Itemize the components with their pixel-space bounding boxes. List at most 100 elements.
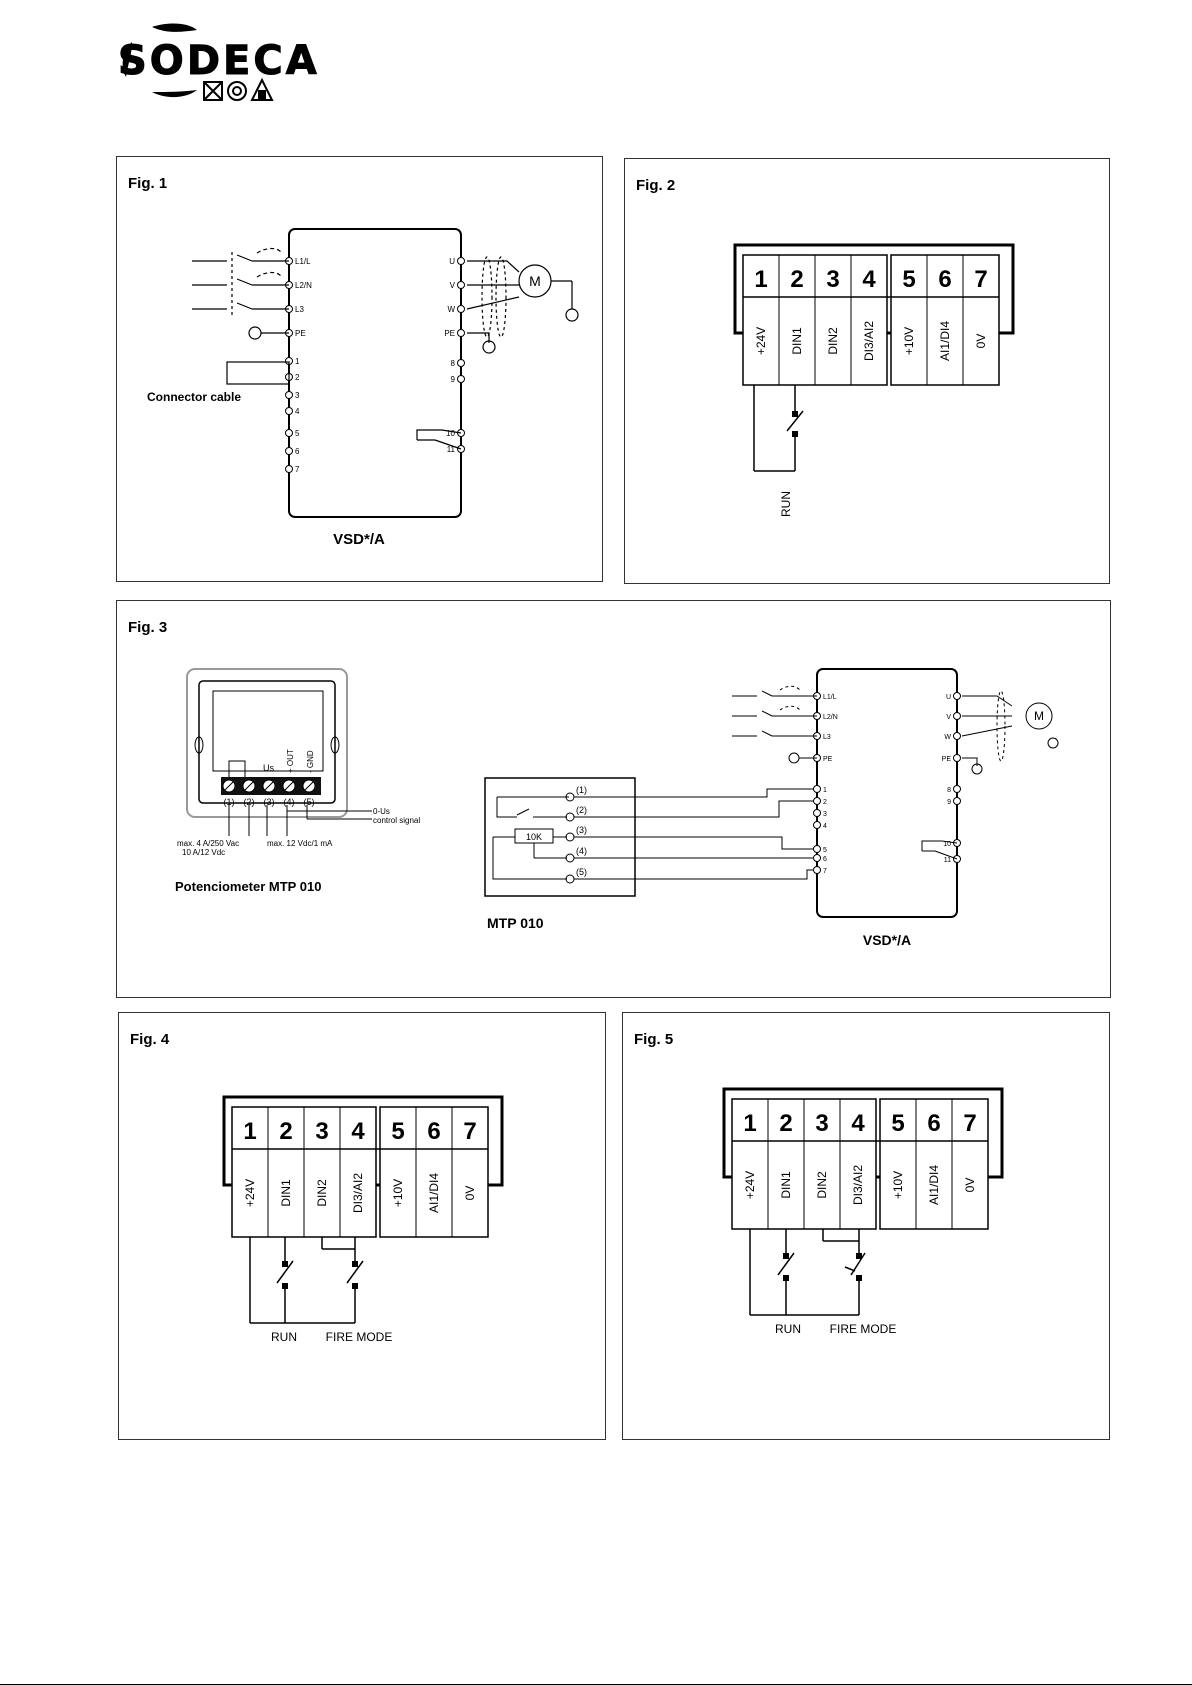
- fig3-resistor: 10K: [526, 832, 542, 842]
- fig1-left-terminal-label: 7: [295, 465, 300, 474]
- fig5-run-label: RUN: [775, 1322, 801, 1336]
- fig1-left-terminal: [285, 407, 293, 415]
- fig5-diagram: 1+24V2DIN13DIN24DI3/AI25+10V6AI1/DI470V …: [722, 1087, 1004, 1336]
- fig1-right-terminal: [457, 257, 465, 265]
- fig1-left-terminal-label: 4: [295, 407, 300, 416]
- fig3-pot-terminal-label: (3): [264, 797, 275, 807]
- fig4-terminal-number: 4: [351, 1118, 365, 1145]
- fig3-mtp-terminal-label: (3): [576, 825, 587, 835]
- fig3-rating-3: max. 12 Vdc/1 mA: [267, 839, 333, 848]
- fig1-right-terminal-label: V: [450, 281, 456, 290]
- fig3-pot-caption: Potenciometer MTP 010: [175, 879, 321, 894]
- fig3-signal-1: 0-Us: [373, 807, 390, 816]
- fig3-left-terminal-label: 4: [823, 823, 827, 830]
- fig1-right-terminal-label: W: [447, 305, 455, 314]
- fig1-left-terminal-label: PE: [295, 329, 306, 338]
- fig2-terminal-number: 6: [938, 266, 951, 293]
- fig3-right-terminal-label: 10: [943, 841, 951, 848]
- fig4-terminal-signal: DIN2: [315, 1179, 329, 1207]
- fig3-rating-1: max. 4 A/250 Vac: [177, 839, 239, 848]
- fig3-pot-terminal-label: (2): [244, 797, 255, 807]
- fig3-mtp-terminal-label: (5): [576, 867, 587, 877]
- fig1-connector-label: Connector cable: [147, 390, 241, 404]
- fig2-terminal-signal: +24V: [754, 327, 768, 355]
- fig3-left-terminal: [813, 821, 821, 829]
- fig1-right-terminal-label: 9: [451, 375, 456, 384]
- fig2-terminal-number: 5: [902, 266, 915, 293]
- fig3-left-terminal: [813, 809, 821, 817]
- fig3-pot-terminal-label: (5): [304, 797, 315, 807]
- fig1-right-terminal-label: 8: [451, 359, 456, 368]
- fig5-label: Fig. 5: [634, 1031, 674, 1048]
- fig2-terminal-signal: DIN2: [826, 327, 840, 355]
- fig3-left-terminal: [813, 797, 821, 805]
- fig3-left-terminal-label: 1: [823, 787, 827, 794]
- fig1-left-terminal-label: 6: [295, 447, 300, 456]
- fig4-terminal-number: 6: [427, 1118, 440, 1145]
- fig2-terminal-signal: DIN1: [790, 327, 804, 355]
- fig3-left-terminal-label: L2/N: [823, 714, 838, 721]
- fig3-right-terminal-label: PE: [942, 756, 952, 763]
- fig3-gnd-label: - GND: [306, 750, 315, 773]
- fig2-terminal-number: 1: [754, 266, 767, 293]
- fig1-right-terminal: [457, 329, 465, 337]
- fig1-left-terminal-label: L2/N: [295, 281, 312, 290]
- fig1-label: Fig. 1: [128, 175, 168, 192]
- fig3-left-terminal-label: 2: [823, 799, 827, 806]
- fig5-firemode-label: FIRE MODE: [830, 1322, 897, 1336]
- fig5-terminal-signal: DIN2: [815, 1171, 829, 1199]
- fig3-rating-2: 10 A/12 Vdc: [182, 848, 225, 857]
- fig2-terminal-number: 3: [826, 266, 839, 293]
- fig1-right-terminal-label: U: [449, 257, 455, 266]
- fig2-diagram: 1+24V2DIN13DIN24DI3/AI25+10V6AI1/DI470V …: [733, 243, 1015, 517]
- fig4-terminal-signal: 0V: [463, 1186, 477, 1201]
- fig5-terminal-signal: DI3/AI2: [851, 1165, 865, 1205]
- fig4-terminal-number: 7: [463, 1118, 476, 1145]
- fig1-right-terminal: [457, 359, 465, 367]
- fig3-out-label: + OUT: [286, 749, 295, 773]
- fig5-terminal-number: 2: [779, 1110, 792, 1137]
- fig3-left-terminal: [813, 785, 821, 793]
- fig1-left-terminal: [285, 447, 293, 455]
- fig3-right-terminal-label: V: [946, 714, 951, 721]
- fig4-terminal-signal: AI1/DI4: [427, 1173, 441, 1213]
- fig5-terminal-signal: 0V: [963, 1178, 977, 1193]
- fig1-motor-label: M: [529, 273, 541, 289]
- fig5-terminal-signal: +10V: [891, 1171, 905, 1199]
- fig1-left-terminal-label: 1: [295, 357, 300, 366]
- fig3-diagram: (1)(2)(3)(4)(5) Us + OUT - GND 0-Us cont…: [175, 668, 1059, 948]
- fig2-terminal-signal: 0V: [974, 334, 988, 349]
- fig3-right-terminal-label: 11: [944, 857, 951, 864]
- fig3-motor-label: M: [1034, 709, 1044, 723]
- fig5-terminal-number: 6: [927, 1110, 940, 1137]
- fig4-terminal-signal: +24V: [243, 1179, 257, 1207]
- fig2-terminal-number: 2: [790, 266, 803, 293]
- fig3-mtp-terminal-label: (4): [576, 846, 587, 856]
- fig4-terminal-signal: +10V: [391, 1179, 405, 1207]
- sodeca-logo: SODECA: [112, 22, 317, 107]
- fig3-right-terminal-label: 8: [947, 787, 951, 794]
- fig3-us-label: Us: [263, 763, 274, 773]
- fig4-terminal-signal: DI3/AI2: [351, 1173, 365, 1213]
- fig1-right-terminal-label: 11: [447, 445, 456, 454]
- fig3-left-terminal: [813, 854, 821, 862]
- fig3-right-terminal: [953, 692, 961, 700]
- fig1-right-terminal-label: 10: [446, 429, 455, 438]
- fig3-right-terminal-label: W: [944, 734, 951, 741]
- fig2-label: Fig. 2: [636, 177, 676, 194]
- fig1-caption: VSD*/A: [333, 531, 385, 548]
- logo-graphic: [122, 23, 274, 101]
- fig1-right-terminal: [457, 375, 465, 383]
- fig1-left-terminal: [285, 429, 293, 437]
- fig2-terminal-number: 7: [974, 266, 987, 293]
- fig4-terminal-signal: DIN1: [279, 1179, 293, 1207]
- fig3-pot-terminal-label: (4): [284, 797, 295, 807]
- fig3-left-terminal: [813, 845, 821, 853]
- fig5-terminal-signal: +24V: [743, 1171, 757, 1199]
- fig5-terminal-number: 1: [743, 1110, 756, 1137]
- fig3-pot-terminal-label: (1): [224, 797, 235, 807]
